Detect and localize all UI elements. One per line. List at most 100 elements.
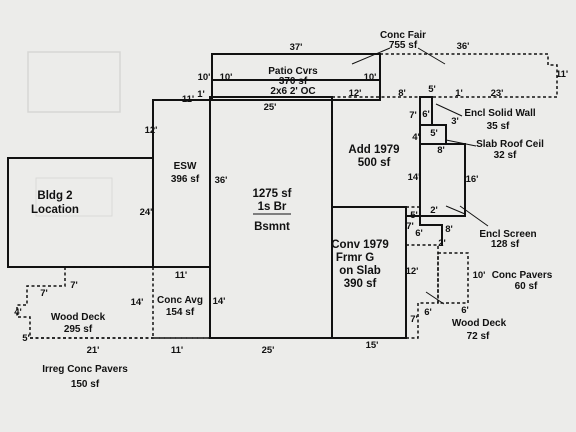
dim-label: 11' xyxy=(182,94,194,105)
dim-label: 24' xyxy=(140,207,153,218)
leader-wood-deck xyxy=(425,291,445,305)
dim-label: 7' xyxy=(406,221,414,232)
wood-deck-left-label: Wood Deck xyxy=(51,312,106,323)
slab-roof-area: 32 sf xyxy=(494,150,517,161)
slab-roof-label: Slab Roof Ceil xyxy=(476,139,544,150)
main-area-label: 1275 sf xyxy=(252,188,291,200)
ghost-outline xyxy=(35,177,113,217)
dim-label: 8' xyxy=(445,224,453,235)
irreg-pavers-area: 150 sf xyxy=(71,379,100,390)
dim-label: 6' xyxy=(461,305,469,316)
dim-label: 3' xyxy=(451,116,459,127)
main-house-outline xyxy=(209,96,333,339)
dim-label: 12' xyxy=(349,88,362,99)
conc-pavers-label: Conc Pavers xyxy=(492,270,553,281)
wood-deck-right-label: Wood Deck xyxy=(452,318,507,329)
conc-fair-outline xyxy=(380,53,558,98)
conc-pavers-area: 60 sf xyxy=(515,281,538,292)
dim-label: 8' xyxy=(398,88,406,99)
dim-label: 2' xyxy=(430,205,438,216)
dim-label: 7' xyxy=(40,288,48,299)
dim-label: 10' xyxy=(220,72,233,83)
irreg-pavers-label: Irreg Conc Pavers xyxy=(42,364,128,375)
leader-conc-fair xyxy=(351,47,391,65)
esw-label: ESW xyxy=(174,161,197,172)
encl-solid-area: 35 sf xyxy=(487,121,510,132)
dim-label: 14' xyxy=(131,297,144,308)
wood-deck-left-outline xyxy=(16,266,153,339)
dim-label: 10' xyxy=(364,72,377,83)
encl-screen-area: 128 sf xyxy=(491,239,520,250)
dim-label: 7' xyxy=(70,280,78,291)
leader-encl-solid xyxy=(435,103,463,117)
encl-solid-label: Encl Solid Wall xyxy=(464,108,536,119)
dim-label: 23' xyxy=(491,88,504,99)
leader-encl-screen xyxy=(459,205,489,227)
dim-label: 36' xyxy=(457,41,470,52)
dim-label: 4' xyxy=(412,132,420,143)
garage-slab-label: on Slab xyxy=(339,265,381,277)
wood-deck-left-area: 295 sf xyxy=(64,324,93,335)
patio-area: 370 sf xyxy=(279,76,308,87)
conc-pavers-outline xyxy=(437,252,469,304)
conc-avg-outline xyxy=(152,267,210,339)
encl-screen-label: Encl Screen xyxy=(479,229,536,240)
garage-former-label: Frmr G xyxy=(336,252,374,264)
screen-diagonal xyxy=(445,205,466,215)
conc-fair-label: Conc Fair xyxy=(380,30,426,41)
dim-label: 21' xyxy=(87,345,100,356)
conc-avg-area: 154 sf xyxy=(166,307,195,318)
main-stories-label: 1s Br xyxy=(258,201,287,213)
dim-label: 5' xyxy=(428,84,436,95)
dim-label: 7' xyxy=(410,314,418,325)
dim-label: 10' xyxy=(473,270,486,281)
bldg2-location-label: Location xyxy=(31,204,79,216)
dim-label: 37' xyxy=(290,42,303,53)
patio-note: 2x6 2' OC xyxy=(270,86,315,97)
sketch-lines xyxy=(7,47,558,339)
dim-label: 1' xyxy=(197,89,205,100)
leader-conc-fair xyxy=(417,47,446,65)
dim-label: 14' xyxy=(213,296,226,307)
patio-label: Patio Cvrs xyxy=(268,66,318,77)
area-labels: 1275 sf 1s Br Bsmnt Bldg 2 Location ESW … xyxy=(31,30,553,390)
dim-label: 12' xyxy=(145,125,158,136)
dim-label: 8' xyxy=(437,145,445,156)
dim-label: 36' xyxy=(215,175,228,186)
encl-screen-outline xyxy=(419,143,466,217)
screen-step-outline xyxy=(406,215,443,245)
dim-label: 16' xyxy=(466,174,479,185)
conc-fair-area: 755 sf xyxy=(389,40,418,51)
dim-label: 11' xyxy=(556,69,568,80)
addition-area: 500 sf xyxy=(358,157,391,169)
addition-label: Add 1979 xyxy=(348,144,399,156)
dim-label: 5' xyxy=(22,333,30,344)
conc-avg-label: Conc Avg xyxy=(157,295,203,306)
ghost-outline xyxy=(27,51,121,113)
dim-label: 4' xyxy=(14,307,22,318)
dim-label: 11' xyxy=(171,345,183,356)
dim-label: 5' xyxy=(410,210,418,221)
wood-deck-right-outline xyxy=(406,244,439,339)
dim-label: 2' xyxy=(438,238,446,249)
dim-label: 25' xyxy=(264,102,277,113)
patio-cover-outline xyxy=(211,53,381,101)
dim-label: 15' xyxy=(366,340,379,351)
dim-label: 6' xyxy=(424,307,432,318)
main-basement-label: Bsmnt xyxy=(254,221,290,233)
esw-area: 396 sf xyxy=(171,174,200,185)
dim-label: 11' xyxy=(175,270,187,281)
bldg2-label: Bldg 2 xyxy=(37,190,72,202)
dim-label: 25' xyxy=(262,345,275,356)
dim-label: 14' xyxy=(408,172,421,183)
dim-label: 5' xyxy=(430,128,438,139)
dimension-labels: 37' 36' 11' 23' 1' 5' 8' 12' 10' 10' 10'… xyxy=(14,41,568,356)
garage-label: Conv 1979 xyxy=(331,239,389,251)
dim-label: 1' xyxy=(455,88,463,99)
dim-label: 10' xyxy=(198,72,211,83)
dim-label: 6' xyxy=(422,109,430,120)
garage-area: 390 sf xyxy=(344,278,377,290)
dim-label: 12' xyxy=(406,266,419,277)
wood-deck-right-area: 72 sf xyxy=(467,331,490,342)
